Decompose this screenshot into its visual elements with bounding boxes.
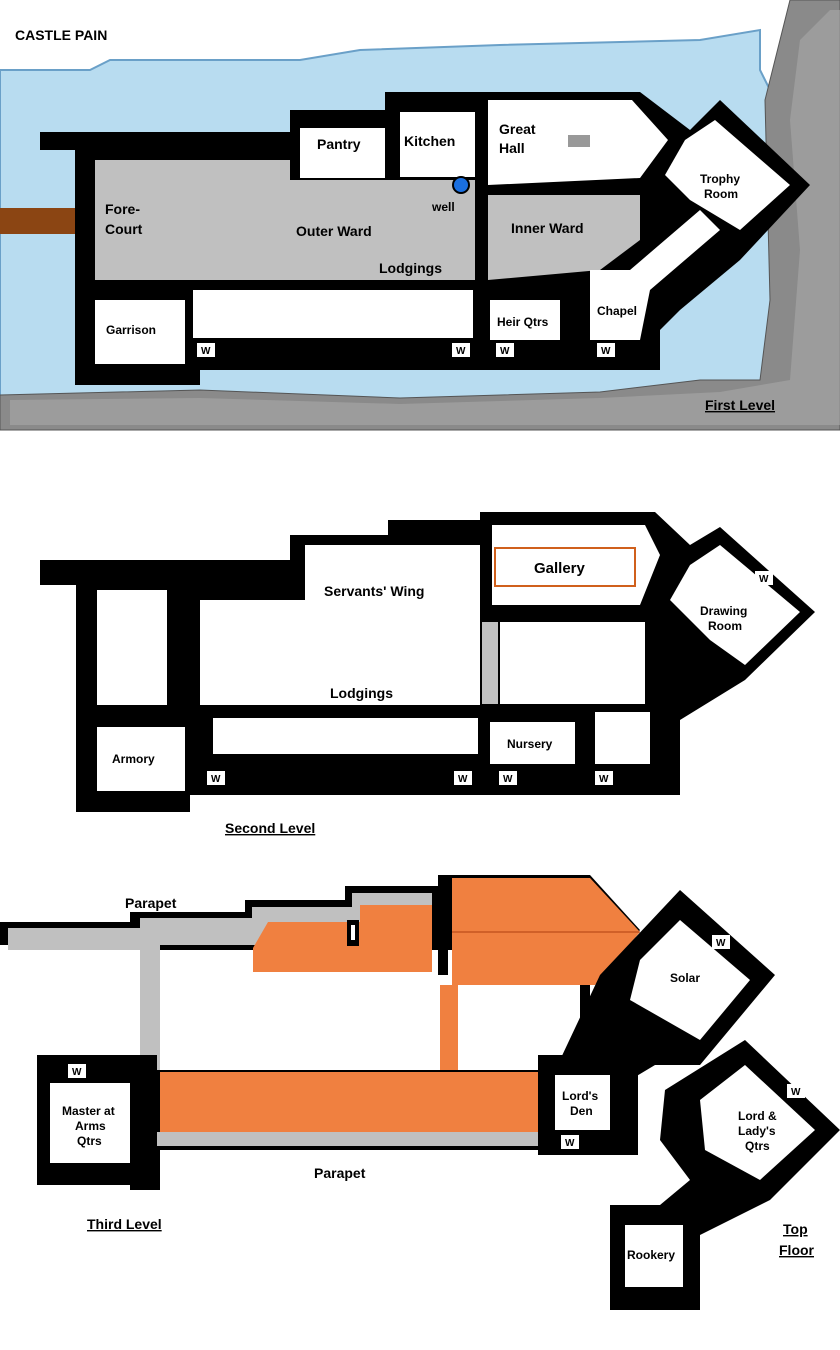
privy-marks-top — [787, 1084, 805, 1098]
label-forecourt-2: Court — [105, 221, 143, 237]
label-garrison: Garrison — [106, 323, 156, 337]
privy-w: W — [201, 346, 211, 357]
privy-w: W — [565, 1138, 575, 1149]
east-passage — [482, 622, 498, 704]
armory-room — [97, 727, 185, 791]
label-trophy-2: Room — [704, 187, 738, 201]
label-lodgings-second: Lodgings — [330, 685, 393, 701]
label-parapet-top: Parapet — [125, 895, 177, 911]
label-ll-1: Lord & — [738, 1109, 777, 1123]
label-ll-2: Lady's — [738, 1124, 776, 1138]
privy-marks-third — [68, 935, 730, 1149]
label-armory: Armory — [112, 752, 155, 766]
chimney-slot — [351, 925, 355, 940]
drawing-room — [670, 545, 800, 665]
label-ll-3: Qtrs — [745, 1139, 770, 1153]
map-title: CASTLE PAIN — [15, 27, 107, 43]
servants-wing-room — [305, 545, 480, 600]
second-courtyard-left — [97, 590, 167, 705]
privy-w: W — [503, 774, 513, 785]
label-drawing-2: Room — [708, 619, 742, 633]
trophy-room — [665, 120, 790, 230]
roof-lodgings — [160, 1072, 538, 1132]
level-label-top-1: Top — [783, 1221, 808, 1237]
label-inner-ward: Inner Ward — [511, 220, 584, 236]
label-gallery: Gallery — [534, 560, 586, 577]
top-floor-plan: Lord & Lady's Qtrs Rookery W Top Floor — [610, 1040, 840, 1310]
rookery-room — [625, 1225, 683, 1287]
privy-w: W — [211, 774, 221, 785]
label-rookery: Rookery — [627, 1248, 675, 1262]
level-label-top-2: Floor — [779, 1242, 815, 1258]
label-kitchen: Kitchen — [404, 133, 455, 149]
label-lords-den-1: Lord's — [562, 1089, 599, 1103]
label-parapet-bottom: Parapet — [314, 1165, 366, 1181]
label-trophy-1: Trophy — [700, 172, 740, 186]
forecourt-room — [95, 160, 160, 278]
master-room — [50, 1083, 130, 1163]
roof-servants — [253, 905, 432, 972]
garrison-room — [95, 300, 185, 364]
label-lords-den-2: Den — [570, 1104, 593, 1118]
label-pantry: Pantry — [317, 136, 361, 152]
hall-table — [568, 135, 590, 147]
chapel-room — [590, 210, 720, 340]
roof-divider — [438, 875, 448, 975]
label-forecourt-1: Fore- — [105, 201, 140, 217]
lords-ladys-room — [700, 1065, 815, 1180]
lodgings-upper-floor — [200, 600, 480, 705]
privy-w: W — [72, 1067, 82, 1078]
level-label-second: Second Level — [225, 820, 315, 836]
label-chapel: Chapel — [597, 304, 637, 318]
level-label-first: First Level — [705, 397, 775, 413]
label-nursery: Nursery — [507, 737, 553, 751]
label-master-1: Master at — [62, 1104, 115, 1118]
privy-w: W — [791, 1087, 801, 1098]
level-label-third: Third Level — [87, 1216, 162, 1232]
drawbridge — [0, 208, 75, 234]
solar-room — [630, 920, 750, 1040]
label-great-hall-1: Great — [499, 121, 536, 137]
label-outer-ward: Outer Ward — [296, 223, 372, 239]
privy-w: W — [601, 346, 611, 357]
pantry-room — [300, 128, 385, 178]
parapet-floor-bottom — [150, 1132, 540, 1146]
privy-w: W — [759, 574, 769, 585]
privy-w: W — [716, 938, 726, 949]
label-well: well — [431, 200, 455, 214]
label-solar: Solar — [670, 971, 700, 985]
lords-den-floor — [555, 1075, 610, 1130]
privy-marks-first — [197, 343, 615, 357]
label-great-hall-2: Hall — [499, 140, 525, 156]
label-master-2: Arms — [75, 1119, 106, 1133]
privy-w: W — [456, 346, 466, 357]
kitchen-room — [400, 112, 475, 177]
privy-w: W — [599, 774, 609, 785]
label-lodgings-first: Lodgings — [379, 260, 442, 276]
lodgings-rooms-second — [213, 718, 478, 754]
outer-ward-floor — [95, 160, 475, 280]
label-drawing-1: Drawing — [700, 604, 747, 618]
label-servants-wing: Servants' Wing — [324, 583, 424, 599]
second-level-plan: Gallery Servants' Wing Drawing Room Lodg… — [40, 512, 815, 836]
lodgings-room — [193, 290, 473, 338]
roof-connector — [440, 985, 458, 1070]
label-heir: Heir Qtrs — [497, 315, 549, 329]
privy-marks-second — [207, 571, 773, 785]
nursery-room — [490, 722, 575, 764]
inner-ward-floor — [488, 195, 640, 280]
inner-upper-floor — [500, 622, 645, 704]
privy-w: W — [458, 774, 468, 785]
well-icon — [452, 176, 470, 194]
first-level-plan: CASTLE PAIN Pantry Kitchen Great Hall Fo… — [0, 0, 840, 431]
gallery-table — [494, 547, 636, 587]
privy-w: W — [500, 346, 510, 357]
label-master-3: Qtrs — [77, 1134, 102, 1148]
heir-room — [490, 300, 560, 340]
third-level-plan: Parapet Parapet Solar Master at Arms Qtr… — [0, 875, 775, 1232]
stair-room-second — [595, 712, 650, 764]
